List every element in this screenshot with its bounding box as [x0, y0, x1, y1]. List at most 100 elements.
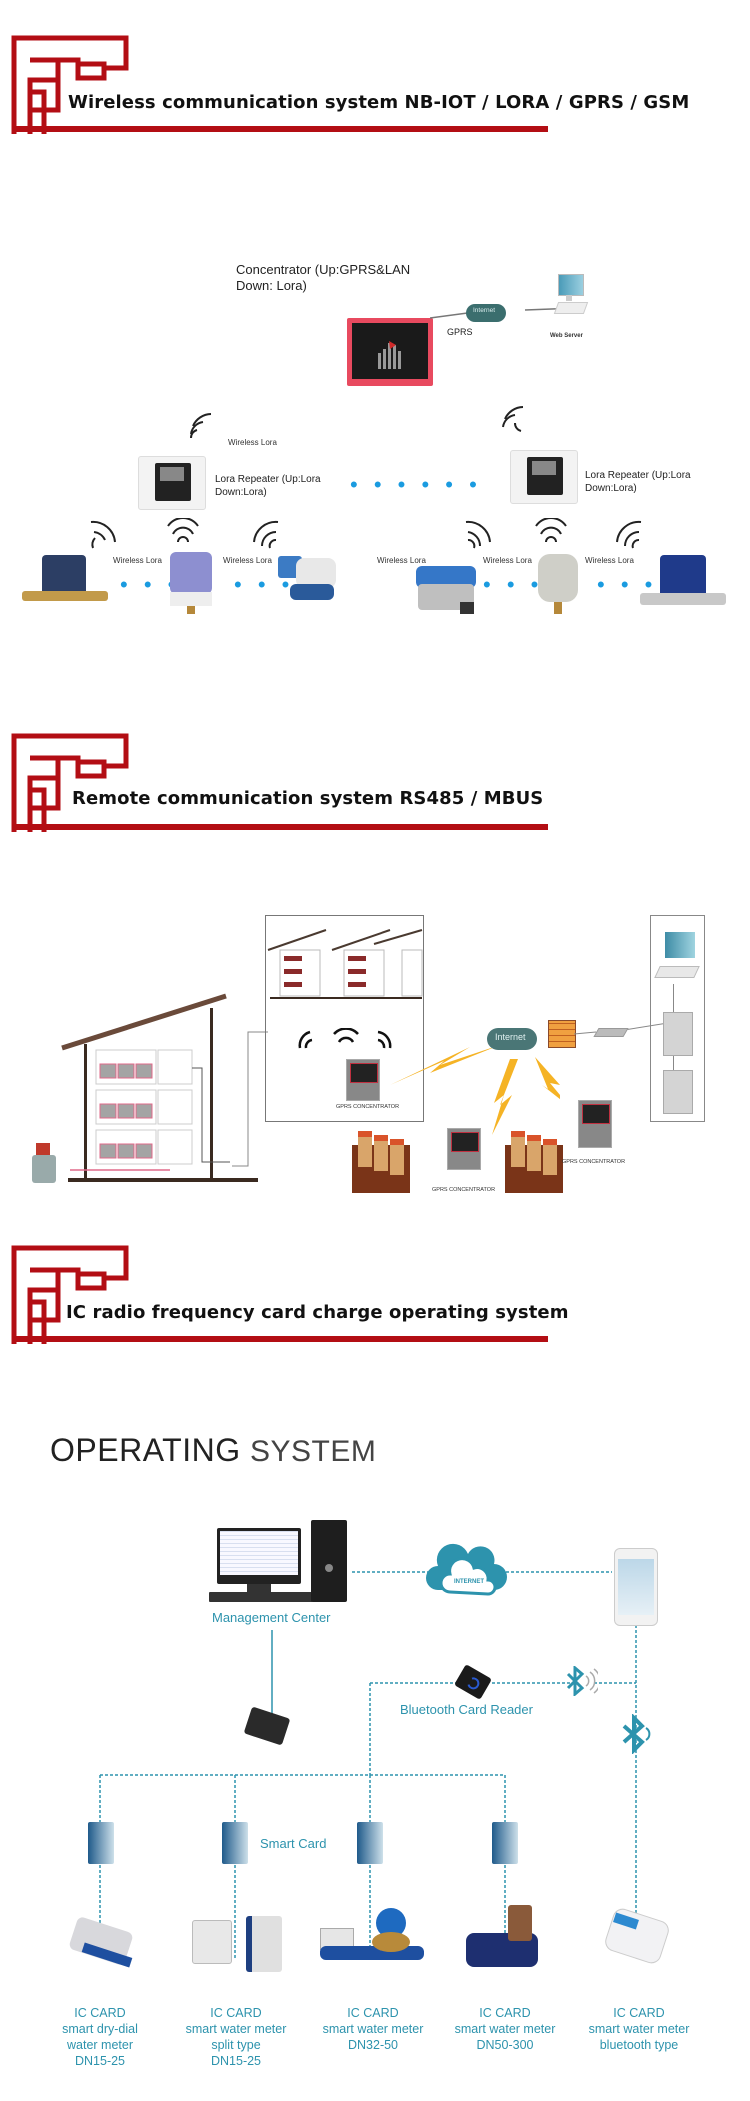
dn50-300-meter-icon [466, 1905, 546, 1971]
heading-bold: OPERATING [50, 1432, 241, 1468]
firewall-icon [548, 1020, 576, 1048]
internet-cloud-icon: Internet [487, 1028, 537, 1050]
dry-dial-meter-icon [62, 1915, 142, 1970]
wireless-lora-label: Wireless Lora [585, 556, 634, 565]
gprs-concentrator-icon [346, 1059, 380, 1101]
operating-system-diagram: OPERATING SYSTEM Management [0, 1420, 750, 2101]
repeater-label: Lora Repeater (Up:Lora [585, 470, 691, 481]
network-switch-icon [593, 1028, 629, 1037]
server-icon [663, 1070, 693, 1114]
remote-diagram: GPRS CONCENTRATOR Internet GPRS CONCENTR… [0, 900, 750, 1220]
bus-line [232, 1031, 268, 1167]
smart-card-icon [357, 1822, 383, 1864]
web-server-icon [553, 274, 589, 330]
concentrator-device-icon [347, 318, 433, 386]
server-icon [663, 1012, 693, 1056]
wifi-signal-icon [190, 413, 212, 439]
gprs-label: GPRS [447, 327, 473, 337]
server-rack-box [650, 915, 705, 1122]
wireless-lora-label: Wireless Lora [223, 556, 272, 565]
water-meter-icon [22, 555, 108, 605]
ellipsis-dots: • • • [234, 572, 295, 597]
ellipsis-dots: • • • [597, 572, 658, 597]
management-center-label: Management Center [212, 1610, 331, 1625]
wireless-lora-label: Wireless Lora [483, 556, 532, 565]
building-icon [267, 929, 423, 999]
wireless-lora-label: Wireless Lora [228, 438, 277, 447]
wifi-signal-icon [253, 520, 279, 549]
building-group-icon [505, 1131, 563, 1193]
gprs-concentrator-label: GPRS CONCENTRATOR [432, 1187, 496, 1193]
water-meter-icon [170, 552, 212, 614]
dn32-50-meter-icon [320, 1908, 428, 1968]
smart-card-icon [492, 1822, 518, 1864]
house-icon [61, 993, 258, 1182]
wifi-signal-icon [90, 520, 116, 549]
repeater-label-line2: Down:Lora) [215, 487, 267, 498]
smartphone-icon [614, 1548, 658, 1626]
chinese-knot-logo-icon [11, 1245, 548, 1344]
section-title: IC radio frequency card charge operating… [66, 1302, 569, 1323]
meter-wifi-signals [90, 518, 642, 549]
ellipsis-dots: • • • [483, 572, 544, 597]
bluetooth-icon [566, 1666, 598, 1696]
bluetooth-icon [622, 1714, 651, 1754]
repeater-label-line2: Down:Lora) [585, 483, 637, 494]
repeater-label: Lora Repeater (Up:Lora [215, 474, 321, 485]
gprs-concentrator-label: GPRS CONCENTRATOR [562, 1159, 626, 1165]
section-header-wireless: Wireless communication system NB-IOT / L… [0, 30, 689, 140]
building-group-icon [352, 1131, 410, 1193]
management-computer-icon [207, 1520, 347, 1605]
internet-label: INTERNET [454, 1579, 484, 1585]
wifi-signal-icon [502, 406, 524, 432]
lora-repeater-icon [138, 456, 206, 510]
ellipsis-dots: • • • [120, 572, 181, 597]
wifi-signal-icon [535, 518, 567, 543]
wireless-lora-label: Wireless Lora [377, 556, 426, 565]
water-meter-icon [278, 550, 340, 602]
concentrator-label: Concentrator (Up:GPRS&LAN [236, 262, 411, 277]
wifi-signal-icon [616, 520, 642, 549]
section-title: Wireless communication system NB-IOT / L… [68, 92, 690, 113]
lora-repeater-icon [510, 450, 578, 504]
gprs-concentrator-icon [447, 1128, 481, 1170]
internet-cloud-icon [426, 1543, 507, 1596]
gprs-concentrator-icon [578, 1100, 612, 1148]
monitor-icon [217, 1528, 301, 1584]
heading-light: SYSTEM [249, 1435, 377, 1468]
smart-card-icon [88, 1822, 114, 1864]
section-title: Remote communication system RS485 / MBUS [72, 788, 544, 809]
bluetooth-meter-icon [602, 1906, 672, 1972]
wifi-signal-icon [298, 1028, 392, 1049]
water-meter-icon [538, 554, 578, 616]
internet-label: Internet [473, 307, 496, 314]
wireless-diagram: Concentrator (Up:GPRS&LAN Down: Lora) In… [0, 250, 750, 650]
smart-card-label: Smart Card [260, 1836, 327, 1851]
monitor-icon [665, 932, 695, 958]
internet-cloud-icon: Internet [466, 304, 506, 322]
operating-system-heading: OPERATING SYSTEM [50, 1432, 376, 1469]
section-header-remote: Remote communication system RS485 / MBUS [0, 728, 560, 838]
wireless-lora-label: Wireless Lora [113, 556, 162, 565]
web-server-label: Web Server [550, 333, 583, 339]
valve-meter-icon [32, 1143, 56, 1187]
split-type-meter-icon [188, 1910, 282, 1974]
pc-tower-icon [311, 1520, 347, 1602]
section-header-ic-card: IC radio frequency card charge operating… [0, 1240, 568, 1350]
connection-lines [99, 1571, 637, 1960]
wifi-signal-icon [167, 518, 199, 543]
concentrator-label-line2: Down: Lora) [236, 278, 307, 293]
internet-label: Internet [495, 1032, 526, 1042]
wifi-signal-icon [465, 520, 491, 549]
chinese-knot-logo-icon [11, 733, 548, 832]
water-meter-icon [640, 555, 726, 611]
lightning-icon [390, 1045, 560, 1135]
gprs-concentrator-label: GPRS CONCENTRATOR [336, 1104, 400, 1110]
bluetooth-card-reader-label: Bluetooth Card Reader [400, 1702, 533, 1717]
keyboard-icon [209, 1592, 313, 1602]
